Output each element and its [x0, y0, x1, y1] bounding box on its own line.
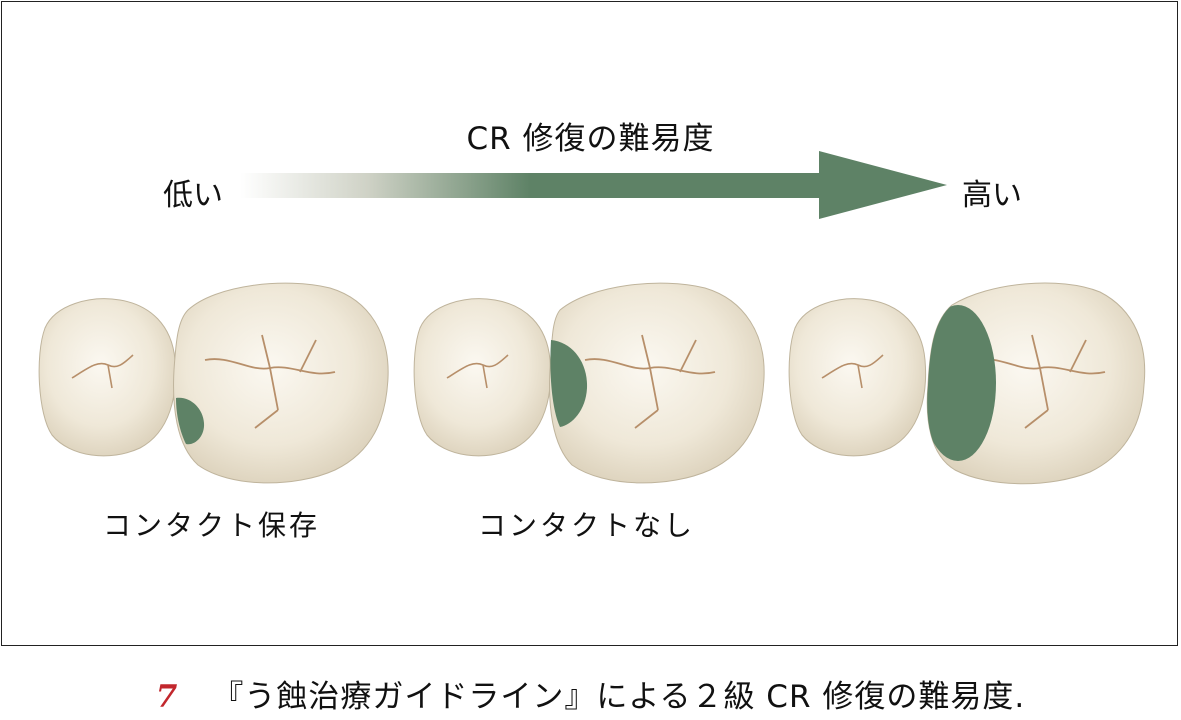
premolar-fissure-3: [821, 354, 884, 389]
tooth-pair-3: [788, 282, 1146, 485]
molar-fissure-2: [584, 334, 716, 429]
tooth-pair-1: [38, 282, 389, 484]
restoration-2: [550, 340, 588, 427]
premolar-2: [413, 298, 552, 457]
arrow-head: [819, 151, 947, 219]
tooth-pair-2: [413, 282, 765, 484]
restoration-3: [927, 305, 996, 461]
arrow-shaft: [240, 173, 820, 198]
molar-fissure-1: [204, 334, 336, 429]
panel-label-contact-preserved: コンタクト保存: [103, 509, 321, 542]
caption-text: 『う蝕治療ガイドライン』による２級 CR 修復の難易度.: [212, 679, 1026, 715]
difficulty-heading: CR 修復の難易度: [466, 121, 715, 157]
premolar-fissure-2: [446, 354, 509, 389]
panel-label-no-contact: コンタクトなし: [478, 509, 696, 542]
molar-fissure-3: [974, 334, 1106, 429]
figure-number: 7: [155, 679, 179, 715]
high-label: 高い: [962, 178, 1022, 213]
premolar-1: [38, 298, 177, 457]
premolar-fissure-1: [71, 354, 134, 389]
figure-caption: 7 『う蝕治療ガイドライン』による２級 CR 修復の難易度.: [0, 671, 1181, 716]
restoration-1: [176, 397, 205, 445]
molar-2: [549, 282, 765, 484]
molar-1: [173, 282, 389, 484]
premolar-3: [788, 298, 927, 457]
low-label: 低い: [163, 178, 223, 213]
